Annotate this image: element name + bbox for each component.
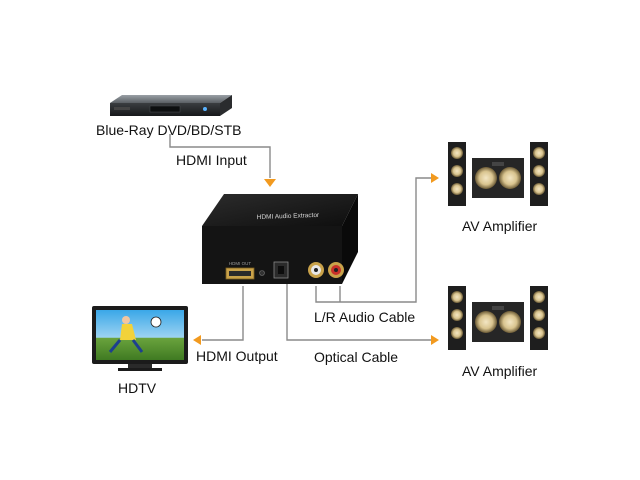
speaker-system-icon: [448, 286, 548, 350]
hdmi-input-line: [169, 134, 271, 178]
amp-top-label: AV Amplifier: [462, 218, 538, 234]
rca-red-jack: [328, 262, 344, 278]
bluray-player: [110, 95, 232, 116]
device-button: [259, 270, 265, 276]
arrowheads: [193, 173, 439, 345]
lr-audio-line: [315, 177, 432, 303]
speaker-system-icon: [448, 142, 548, 206]
connection-lines: [169, 134, 432, 341]
hdmi-input-label: HDMI Input: [176, 152, 247, 168]
arrowhead-icon: [431, 173, 439, 183]
hdtv: [92, 306, 188, 371]
arrowhead-icon: [264, 179, 276, 187]
device-top-label: HDMI Audio Extractor: [257, 212, 321, 221]
hdmi-output-label: HDMI Output: [196, 348, 278, 364]
optical-label: Optical Cable: [314, 349, 399, 365]
rca-white-jack: [308, 262, 324, 278]
lr-audio-label: L/R Audio Cable: [314, 309, 416, 325]
optical-line: [286, 284, 432, 341]
amp-bottom-label: AV Amplifier: [462, 363, 538, 379]
hdmi-audio-extractor: HDMI Audio Extractor HDMI OUT: [202, 194, 358, 284]
hdmi-output-line: [202, 286, 244, 341]
source-label: Blue-Ray DVD/BD/STB: [96, 122, 242, 138]
hdmi-port-label: HDMI OUT: [229, 261, 251, 266]
arrowhead-icon: [431, 335, 439, 345]
hdtv-label: HDTV: [118, 380, 157, 396]
arrowhead-icon: [193, 335, 201, 345]
